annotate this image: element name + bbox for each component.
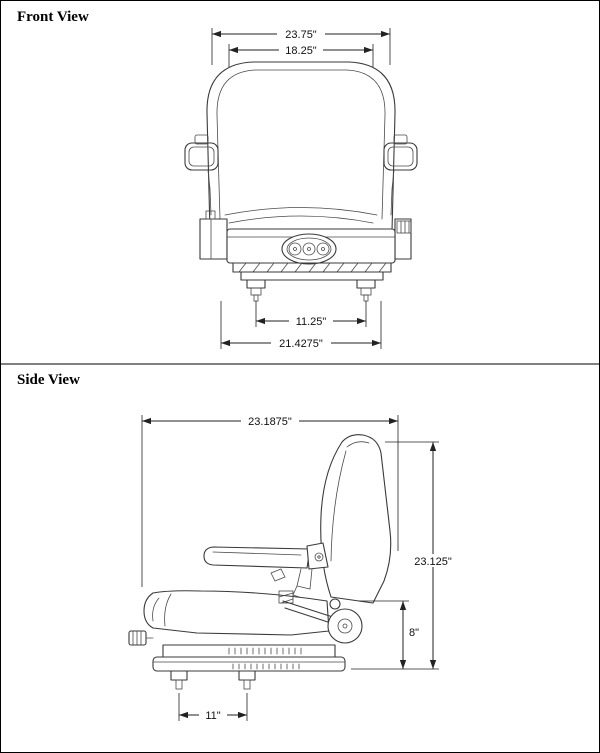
side-armrest <box>203 542 329 599</box>
side-view-dimensions: 23.1875" 23.125" 8" 11" <box>141 414 461 722</box>
dim-label-side-overall-depth: 23.1875" <box>248 416 292 428</box>
dim-front-outer-width: 23.75" <box>211 27 391 65</box>
dim-side-overall-depth: 23.1875" <box>141 414 399 587</box>
dim-label-front-outer-width: 23.75" <box>285 29 317 41</box>
side-view-title: Side View <box>17 372 80 388</box>
side-base-frame <box>152 644 346 690</box>
dim-label-side-overall-height: 23.125" <box>414 556 452 568</box>
side-view-drawing <box>128 434 392 690</box>
front-armrest-right <box>383 134 418 216</box>
front-view-drawing <box>184 61 418 302</box>
dim-front-base-width: 21.4275" <box>220 301 382 350</box>
front-brand-emblem <box>281 233 337 265</box>
side-backrest <box>320 434 392 604</box>
dim-label-front-mount-spacing: 11.25" <box>296 316 327 328</box>
dim-label-side-base-height: 8" <box>409 627 419 639</box>
front-armrest-left <box>184 134 219 216</box>
front-suspension <box>232 262 392 302</box>
dim-front-inner-width: 18.25" <box>228 43 374 67</box>
dim-front-mount-spacing: 11.25" <box>255 301 367 328</box>
side-seat-cushion <box>143 590 330 636</box>
front-view-title: Front View <box>17 9 89 25</box>
dim-label-front-base-width: 21.4275" <box>279 338 323 350</box>
dim-side-mount-spacing: 11" <box>178 693 248 722</box>
dim-label-side-mount-spacing: 11" <box>205 710 220 722</box>
side-suspension-mechanism <box>270 568 363 644</box>
dim-label-front-inner-width: 18.25" <box>285 45 317 57</box>
front-view-dimensions: 23.75" 18.25" 11.25" 21 <box>211 27 391 350</box>
side-adjustment-knob <box>128 630 154 646</box>
dim-side-overall-height: 23.125" <box>351 441 461 670</box>
front-backrest <box>206 61 396 232</box>
dim-side-base-height: 8" <box>359 600 425 669</box>
